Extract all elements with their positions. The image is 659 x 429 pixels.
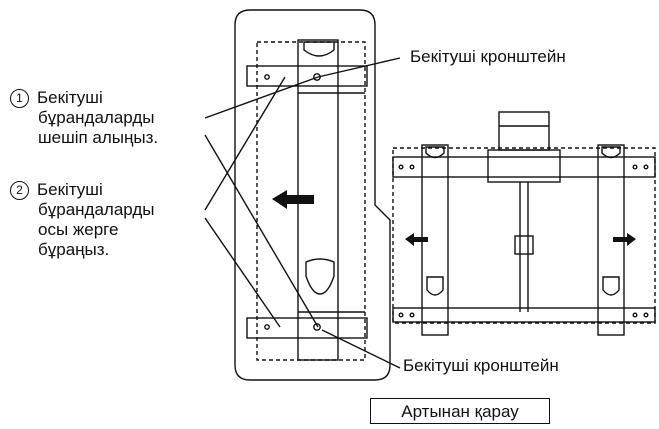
step-text: Бекітуші [37,88,103,107]
center-block [487,149,561,183]
bracket-label-top: Бекітуші кронштейн [410,47,566,66]
center-mount-top [498,111,550,151]
step-text: бұрандаларды [38,108,155,127]
bracket-label-bottom: Бекітуші кронштейн [403,356,559,375]
step-1: 1 Бекітуші бұрандаларды шешіп алыңыз. [10,88,158,148]
step-text: шешіп алыңыз. [38,128,159,147]
side-view-frame [234,9,391,381]
top-beam [392,156,656,178]
arrow-right-front [613,233,636,246]
top-bracket [246,65,368,87]
step-text: бұрандаларды [38,200,155,219]
step-number: 1 [10,89,29,108]
bottom-bracket [246,317,368,339]
step-text: Бекітуші [37,180,103,199]
arrow-left-side [272,190,314,209]
top-hook [303,41,335,57]
step-2: 2 Бекітуші бұрандаларды осы жерге бұраңыз… [10,180,155,260]
bottom-beam [392,307,656,323]
dashed-outline-right [392,147,656,324]
step-text: осы жерге [38,220,119,239]
step-text: бұраңыз. [38,240,110,259]
bottom-hook [305,258,335,295]
rear-view-caption: Артынан қарау [370,398,550,424]
step-number: 2 [10,181,29,200]
arrow-left-front [405,233,428,246]
